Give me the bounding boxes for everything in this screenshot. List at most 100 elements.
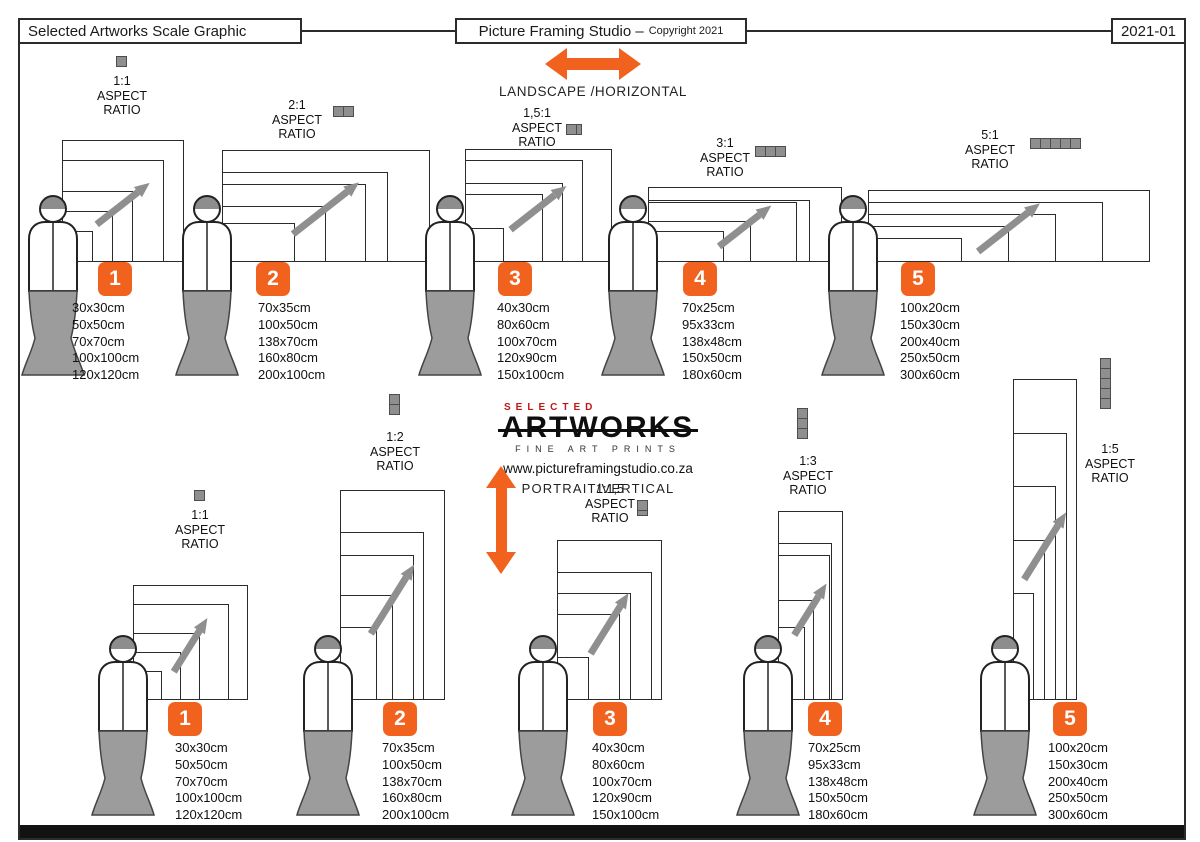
size-item: 138x70cm bbox=[258, 333, 318, 349]
frame-rect bbox=[222, 150, 430, 262]
size-item: 95x33cm bbox=[808, 756, 861, 772]
arrow-bar bbox=[495, 488, 507, 552]
ratio-unit bbox=[797, 428, 808, 439]
frame-rect bbox=[557, 539, 662, 700]
ratio-unit bbox=[1100, 358, 1111, 369]
size-item: 80x60cm bbox=[592, 756, 645, 772]
ratio-unit bbox=[775, 146, 786, 157]
arrow-down-head-icon bbox=[486, 552, 516, 574]
ratio-unit bbox=[1050, 138, 1061, 149]
ratio-unit bbox=[1030, 138, 1041, 149]
size-item: 100x50cm bbox=[382, 756, 442, 772]
scale-arrow-icon bbox=[290, 182, 360, 237]
size-item: 70x35cm bbox=[382, 740, 435, 755]
group-number-badge: 5 bbox=[901, 262, 935, 296]
frame-rect bbox=[778, 600, 814, 700]
frame-stack bbox=[1013, 379, 1078, 700]
aspect-label-line: ASPECT bbox=[584, 496, 635, 511]
frame-rect bbox=[222, 172, 389, 262]
size-item: 160x80cm bbox=[258, 350, 318, 366]
aspect-label-line: 1:1 bbox=[113, 74, 131, 88]
group-number-badge: 3 bbox=[593, 702, 627, 736]
frame-rect bbox=[62, 190, 134, 262]
person-icon bbox=[736, 635, 800, 816]
size-item: 300x60cm bbox=[900, 367, 960, 383]
size-item: 150x30cm bbox=[900, 316, 960, 332]
person-icon bbox=[418, 195, 482, 376]
studio-title: Picture Framing Studio – bbox=[478, 22, 644, 40]
frame-rect bbox=[340, 595, 393, 700]
frame-rect bbox=[133, 603, 229, 700]
frame-stack bbox=[557, 539, 662, 700]
aspect-label-line: RATIO bbox=[1091, 471, 1129, 485]
aspect-label-line: ASPECT bbox=[782, 468, 833, 483]
frame-rect bbox=[133, 651, 181, 700]
frame-rect bbox=[778, 626, 805, 700]
aspect-label-line: RATIO bbox=[278, 127, 316, 141]
size-item: 70x70cm bbox=[72, 333, 125, 349]
group-number-badge: 3 bbox=[498, 262, 532, 296]
group-number-badge: 1 bbox=[168, 702, 202, 736]
size-item: 70x25cm bbox=[808, 740, 861, 755]
logo-artworks-word: ARTWORKS bbox=[501, 411, 695, 444]
frame-rect bbox=[222, 183, 366, 262]
group-number-badge: 4 bbox=[808, 702, 842, 736]
ratio-unit bbox=[389, 394, 400, 405]
frame-rect bbox=[868, 202, 1103, 262]
ratio-unit bbox=[637, 500, 648, 511]
person-icon bbox=[21, 195, 85, 376]
scale-arrow-icon bbox=[587, 592, 629, 656]
size-item: 100x20cm bbox=[900, 300, 960, 315]
size-item: 138x70cm bbox=[382, 773, 442, 789]
aspect-label-line: 3:1 bbox=[716, 136, 734, 150]
size-item: 50x50cm bbox=[72, 316, 125, 332]
size-item: 100x100cm bbox=[175, 790, 243, 806]
person-figure bbox=[415, 194, 485, 379]
aspect-ratio-icon bbox=[194, 490, 205, 501]
frame-rect bbox=[557, 571, 652, 700]
website-url: www.pictureframingstudio.co.za bbox=[503, 461, 693, 476]
ratio-unit bbox=[1040, 138, 1051, 149]
size-item: 70x70cm bbox=[175, 773, 228, 789]
frame-rect bbox=[340, 555, 414, 700]
size-item: 200x40cm bbox=[900, 333, 960, 349]
ratio-unit-half bbox=[576, 124, 582, 135]
frame-rect bbox=[62, 210, 113, 262]
scale-arrow-icon bbox=[716, 205, 772, 250]
frame-rect bbox=[340, 490, 445, 700]
header-left-box: Selected Artworks Scale Graphic bbox=[18, 18, 302, 44]
size-item: 138x48cm bbox=[808, 773, 868, 789]
ratio-unit bbox=[389, 404, 400, 415]
size-item: 120x120cm bbox=[175, 807, 243, 823]
aspect-ratio-icon bbox=[1100, 358, 1111, 409]
frame-rect bbox=[1013, 486, 1056, 700]
size-item: 100x70cm bbox=[497, 333, 557, 349]
aspect-ratio-icon bbox=[797, 408, 808, 439]
person-figure bbox=[88, 634, 158, 819]
aspect-label-line: ASPECT bbox=[369, 444, 420, 459]
ratio-unit bbox=[765, 146, 776, 157]
aspect-label-line: ASPECT bbox=[964, 142, 1015, 157]
frame-stack bbox=[868, 190, 1150, 262]
aspect-label-line: ASPECT bbox=[511, 120, 562, 135]
aspect-ratio-icon bbox=[566, 124, 582, 135]
aspect-label-line: RATIO bbox=[518, 135, 556, 149]
ratio-unit bbox=[1100, 378, 1111, 389]
frame-rect bbox=[868, 214, 1056, 262]
person-icon bbox=[296, 635, 360, 816]
size-item: 120x120cm bbox=[72, 367, 140, 383]
ratio-unit bbox=[1100, 398, 1111, 409]
frame-rect bbox=[648, 202, 798, 262]
ratio-unit bbox=[1100, 388, 1111, 399]
aspect-label-line: 1,5:1 bbox=[523, 106, 551, 120]
scale-arrow-icon bbox=[791, 583, 827, 637]
scale-arrow-icon bbox=[94, 182, 150, 227]
